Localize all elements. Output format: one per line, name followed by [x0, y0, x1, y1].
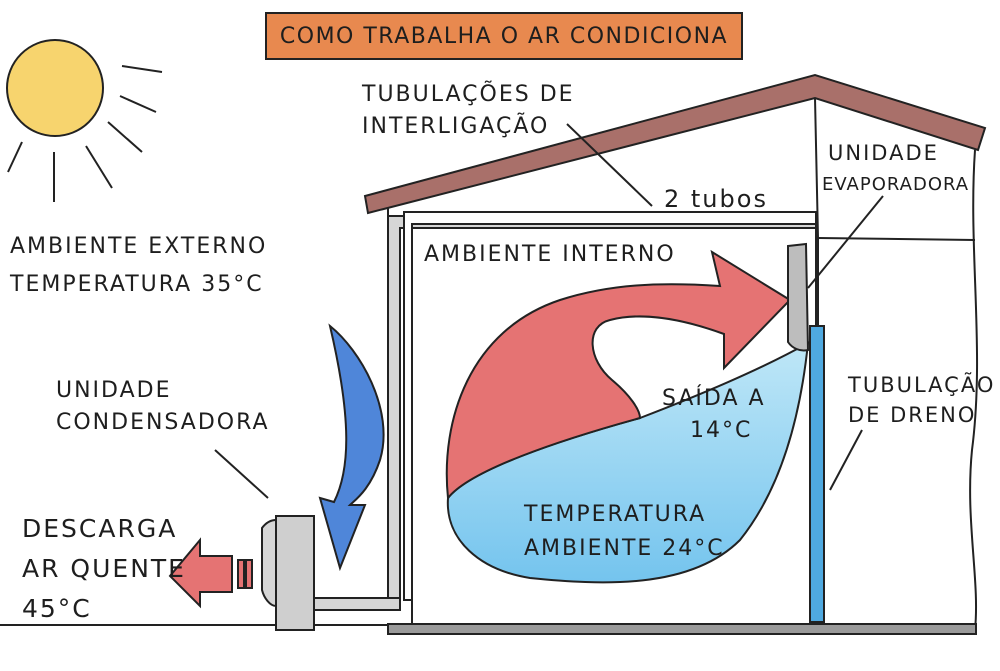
outdoor-temperature-label: TEMPERATURA 35°C: [10, 272, 264, 297]
indoor-environment-label: AMBIENTE INTERNO: [424, 242, 676, 267]
drain-pipe: [809, 325, 825, 623]
room-temp-label-line2: AMBIENTE 24°C: [524, 536, 725, 561]
tubing-label-line1: TUBULAÇÕES DE: [362, 82, 575, 107]
evaporator-label-line2: EVAPORADORA: [822, 174, 970, 195]
ground: [387, 623, 977, 635]
warm-air-arrow: [445, 249, 792, 501]
discharge-label-line2: AR QUENTE: [22, 554, 186, 583]
discharge-label-line3: 45°C: [22, 594, 92, 623]
outdoor-air-arrow: [318, 323, 385, 572]
two-tubes-label: 2 tubos: [664, 185, 768, 213]
drain-label-line2: DE DRENO: [848, 403, 977, 427]
outdoor-environment-label: AMBIENTE EXTERNO: [10, 234, 268, 259]
tubing-label-line2: INTERLIGAÇÃO: [362, 114, 550, 139]
title-text: COMO TRABALHA O AR CONDICIONA: [279, 23, 729, 49]
room-temp-label-line1: TEMPERATURA: [524, 502, 707, 527]
condenser-label-line1: UNIDADE: [56, 378, 172, 403]
outlet-label-line1: SAÍDA A: [662, 386, 766, 411]
evaporator-label-line1: UNIDADE: [828, 141, 939, 165]
condenser-unit: [261, 515, 315, 631]
sun-icon: [6, 39, 163, 202]
label-pointer-lines: [214, 123, 884, 499]
discharge-label-line1: DESCARGA: [22, 514, 178, 543]
condenser-label-line2: CONDENSADORA: [56, 410, 270, 435]
title-banner: COMO TRABALHA O AR CONDICIONA: [265, 12, 743, 60]
outlet-label-line2: 14°C: [690, 418, 753, 443]
drain-label-line1: TUBULAÇÃO: [848, 373, 996, 397]
evaporator-unit: [787, 242, 810, 352]
house-roof: [363, 73, 987, 215]
hot-discharge-arrow: [168, 537, 253, 609]
